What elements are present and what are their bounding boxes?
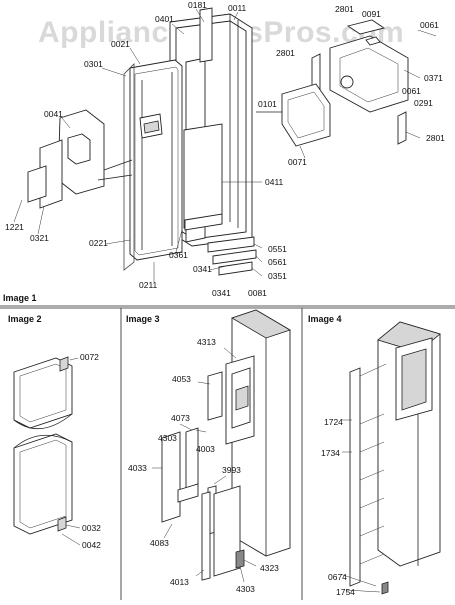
label-2801-left: 2801: [276, 48, 295, 58]
door-bottom-strip: [184, 213, 223, 231]
label-0674: 0674: [328, 572, 347, 582]
label-0181: 0181: [188, 0, 207, 10]
dispenser-paddle: [185, 427, 199, 489]
label-0072: 0072: [80, 352, 99, 362]
label-2801-right: 2801: [426, 133, 445, 143]
label-0011: 0011: [228, 3, 247, 13]
label-0321: 0321: [30, 233, 49, 243]
door-top-cap: [199, 7, 213, 63]
label-1754: 1754: [336, 587, 355, 597]
gasket-curve: [13, 413, 73, 430]
label-0341-upper: 0341: [193, 264, 212, 274]
image-3-dispenser-door: [152, 309, 291, 583]
label-4313: 4313: [197, 337, 216, 347]
label-0032: 0032: [82, 523, 101, 533]
label-0041: 0041: [44, 109, 63, 119]
label-3993: 3993: [222, 465, 241, 475]
door-shelf-panel: [183, 123, 223, 229]
label-1221: 1221: [5, 222, 24, 232]
caption-image-3: Image 3: [126, 314, 160, 324]
caption-image-1: Image 1: [3, 293, 37, 303]
label-4303-lower: 4303: [236, 584, 255, 594]
dispenser-side-plate: [27, 165, 47, 203]
gasket-lower: [13, 433, 73, 535]
label-4323: 4323: [260, 563, 279, 573]
label-0291: 0291: [414, 98, 433, 108]
label-0351: 0351: [268, 271, 287, 281]
door-bottom-trim: [212, 249, 257, 265]
label-0061-top: 0061: [420, 20, 439, 30]
control-knob: [340, 75, 354, 89]
label-4053: 4053: [172, 374, 191, 384]
label-0091: 0091: [362, 9, 381, 19]
main-exploded-view: [27, 7, 409, 276]
label-0561: 0561: [268, 257, 287, 267]
label-0371: 0371: [424, 73, 443, 83]
door-side-trim: [201, 491, 211, 581]
label-0551: 0551: [268, 244, 287, 254]
control-right-trim: [397, 111, 407, 145]
label-0061-mid: 0061: [402, 86, 421, 96]
label-4033: 4033: [128, 463, 147, 473]
label-0401: 0401: [155, 14, 174, 24]
label-4073: 4073: [171, 413, 190, 423]
door-liner: [129, 59, 183, 261]
image-2-gasket: [13, 356, 81, 546]
label-0021: 0021: [111, 39, 130, 49]
label-2801-top: 2801: [335, 4, 354, 14]
label-1724: 1724: [324, 417, 343, 427]
label-4003: 4003: [196, 444, 215, 454]
control-small-block: [365, 36, 381, 46]
door-lower-panel: [213, 485, 241, 577]
image-4-door-liner: [339, 321, 441, 595]
label-0211: 0211: [139, 280, 158, 290]
caption-image-4: Image 4: [308, 314, 342, 324]
label-4013: 4013: [170, 577, 189, 587]
liner-trim-strip: [349, 367, 361, 587]
label-0081: 0081: [248, 288, 267, 298]
door-hinge-block: [218, 261, 253, 276]
main-callout-labels: 0181 0011 0401 0021 0301 0041 1221 0321 …: [5, 0, 445, 298]
caption-image-2: Image 2: [8, 314, 42, 324]
label-0221: 0221: [89, 238, 108, 248]
dispenser-trim-left: [161, 431, 181, 523]
leader-lines: [13, 8, 437, 282]
label-4303-upper: 4303: [158, 433, 177, 443]
label-0361: 0361: [169, 250, 188, 260]
label-0411: 0411: [265, 177, 284, 187]
label-0042: 0042: [82, 540, 101, 550]
dispenser-cover: [207, 371, 223, 421]
label-1734: 1734: [321, 448, 340, 458]
label-0341-lower: 0341: [212, 288, 231, 298]
label-0071: 0071: [288, 157, 307, 167]
label-4083: 4083: [150, 538, 169, 548]
label-0101: 0101: [258, 99, 277, 109]
door-bottom-rail: [207, 236, 255, 253]
control-top-block: [346, 19, 386, 35]
control-assembly: [329, 35, 409, 113]
control-bezel: [281, 83, 331, 147]
label-0301: 0301: [84, 59, 103, 69]
